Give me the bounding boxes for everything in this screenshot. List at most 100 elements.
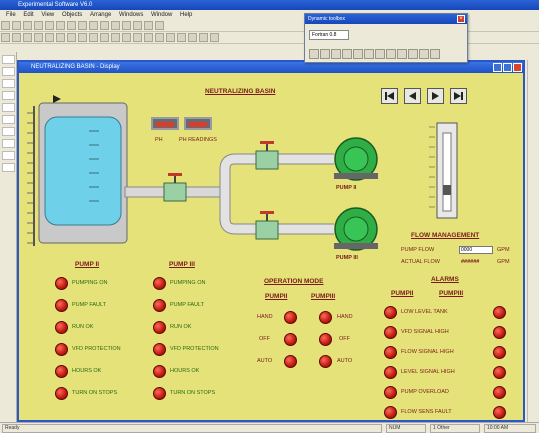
palette-tool[interactable] (309, 49, 319, 59)
palette-tool[interactable] (419, 49, 429, 59)
level-pointer-icon (53, 95, 61, 103)
menu-objects[interactable]: Objects (61, 12, 83, 18)
pump-iii-status-label: VFD PROTECTION (170, 346, 219, 352)
op-pump-iii-off-button[interactable] (319, 333, 332, 346)
first-page-button[interactable] (381, 88, 398, 104)
menu-arrange[interactable]: Arrange (89, 12, 112, 18)
close-icon[interactable] (513, 63, 522, 72)
alarms-header: ALARMS (431, 276, 459, 283)
palette-tool[interactable] (364, 49, 374, 59)
palette-tool[interactable] (353, 49, 363, 59)
tool-slot[interactable] (2, 127, 15, 136)
stop-icon[interactable] (144, 21, 153, 30)
pipe-upper-border (219, 153, 334, 192)
pointer-icon[interactable] (1, 33, 10, 42)
tool-slot[interactable] (2, 115, 15, 124)
pump-ii-status-label: PUMPING ON (72, 280, 108, 286)
palette-tool[interactable] (430, 49, 440, 59)
rectangle-icon[interactable] (23, 33, 32, 42)
bitmap-icon[interactable] (67, 33, 76, 42)
paste-icon[interactable] (67, 21, 76, 30)
cut-icon[interactable] (45, 21, 54, 30)
group-icon[interactable] (78, 33, 87, 42)
align-center-icon[interactable] (111, 33, 120, 42)
new-icon[interactable] (1, 21, 10, 30)
display-window: NEUTRALIZING BASIN - Display (17, 60, 525, 422)
op-pump-iii-header: PUMPIII (311, 293, 336, 300)
pump-flow-input[interactable]: 0000 (459, 246, 493, 254)
operation-mode-header: OPERATION MODE (264, 278, 324, 285)
animation-icon[interactable] (210, 33, 219, 42)
palette-tool[interactable] (331, 49, 341, 59)
op-pump-ii-auto-button[interactable] (284, 355, 297, 368)
op-pump-ii-hand-button[interactable] (284, 311, 297, 324)
tool-slot[interactable] (2, 67, 15, 76)
tool-slot[interactable] (2, 151, 15, 160)
tool-slot[interactable] (2, 139, 15, 148)
palette-tool[interactable] (342, 49, 352, 59)
open-icon[interactable] (12, 21, 21, 30)
front-icon[interactable] (133, 33, 142, 42)
font-icon[interactable] (188, 33, 197, 42)
last-page-button[interactable] (450, 88, 467, 104)
line-icon[interactable] (12, 33, 21, 42)
pump-iii-status-lamp (153, 277, 166, 290)
alarm-label: PUMP OVERLOAD (401, 389, 449, 395)
copy-icon[interactable] (56, 21, 65, 30)
palette-tool[interactable] (408, 49, 418, 59)
undo-icon[interactable] (78, 21, 87, 30)
zoom-in-icon[interactable] (100, 21, 109, 30)
pump-ii-status-lamp (55, 387, 68, 400)
minimize-icon[interactable] (493, 63, 502, 72)
link-icon[interactable] (199, 33, 208, 42)
zoom-out-icon[interactable] (111, 21, 120, 30)
pump-iii-status-label: TURN ON STOPS (170, 390, 216, 396)
maximize-icon[interactable] (503, 63, 512, 72)
menu-view[interactable]: View (41, 12, 55, 18)
align-right-icon[interactable] (122, 33, 131, 42)
vertical-scrollbar[interactable] (527, 60, 537, 422)
menu-edit[interactable]: Edit (23, 12, 34, 18)
tool-slot[interactable] (2, 79, 15, 88)
palette-tool[interactable] (320, 49, 330, 59)
actual-flow-value: ###### (461, 259, 480, 265)
redo-icon[interactable] (89, 21, 98, 30)
next-page-button[interactable] (427, 88, 444, 104)
flip-icon[interactable] (166, 33, 175, 42)
menu-window[interactable]: Window (151, 12, 173, 18)
palette-selector[interactable]: Fortran 0.8 (309, 30, 349, 40)
grid-icon[interactable] (122, 21, 131, 30)
palette-tool[interactable] (397, 49, 407, 59)
op-pump-iii-hand-button[interactable] (319, 311, 332, 324)
help-icon[interactable] (155, 21, 164, 30)
color-icon[interactable] (177, 33, 186, 42)
op-pump-iii-auto-button[interactable] (319, 355, 332, 368)
tool-slot[interactable] (2, 91, 15, 100)
back-icon[interactable] (144, 33, 153, 42)
rotate-icon[interactable] (155, 33, 164, 42)
ungroup-icon[interactable] (89, 33, 98, 42)
op-pump-ii-off-button[interactable] (284, 333, 297, 346)
text-icon[interactable] (56, 33, 65, 42)
menu-help[interactable]: Help (180, 12, 193, 18)
run-icon[interactable] (133, 21, 142, 30)
display-window-title-bar[interactable]: NEUTRALIZING BASIN - Display (19, 62, 523, 73)
menu-windows[interactable]: Windows (118, 12, 144, 18)
palette-tool[interactable] (375, 49, 385, 59)
status-other: 1 Other (430, 424, 480, 433)
previous-page-button[interactable] (404, 88, 421, 104)
screen-title: NEUTRALIZING BASIN (205, 88, 276, 95)
palette-title[interactable]: Dynamic toolbox (305, 14, 467, 24)
menu-file[interactable]: File (6, 12, 16, 18)
align-left-icon[interactable] (100, 33, 109, 42)
palette-tool[interactable] (386, 49, 396, 59)
tool-slot[interactable] (2, 103, 15, 112)
tool-slot[interactable] (2, 163, 15, 172)
palette-close-icon[interactable]: × (457, 15, 465, 23)
ellipse-icon[interactable] (34, 33, 43, 42)
pump-iii-status-lamp (153, 365, 166, 378)
tool-slot[interactable] (2, 55, 15, 64)
save-icon[interactable] (23, 21, 32, 30)
print-icon[interactable] (34, 21, 43, 30)
polygon-icon[interactable] (45, 33, 54, 42)
